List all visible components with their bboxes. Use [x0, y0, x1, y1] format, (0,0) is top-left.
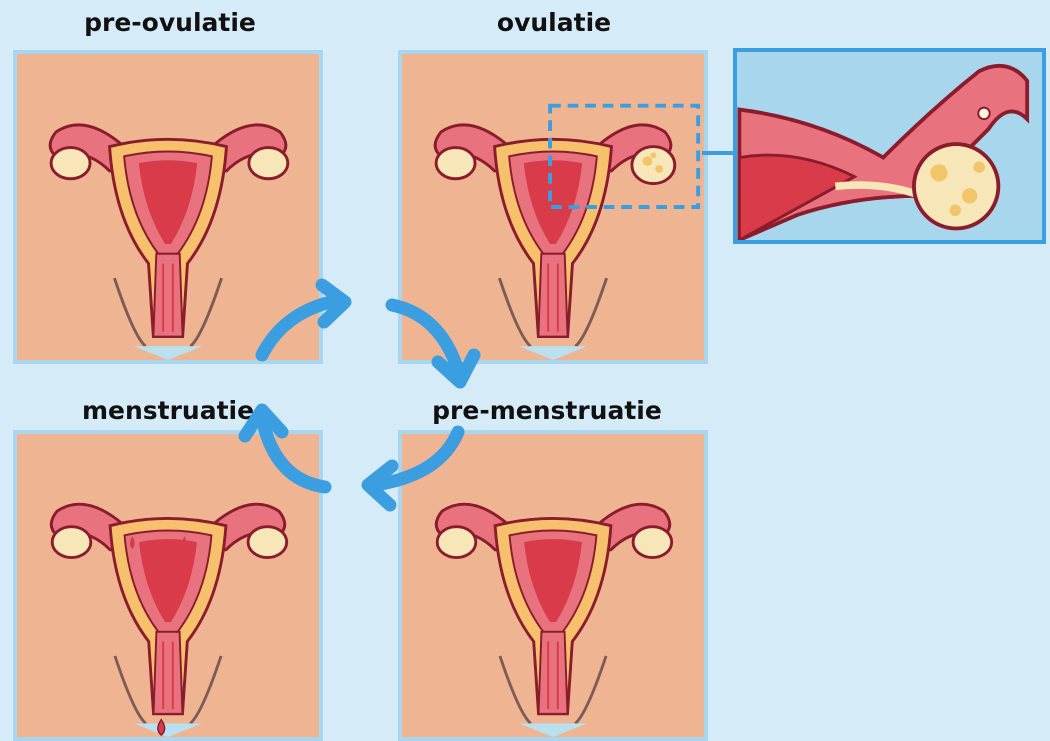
panel-menstruation — [13, 430, 323, 741]
uterus-illustration-ovulation — [402, 54, 704, 360]
panel-ovulation — [398, 50, 708, 364]
uterus-illustration-pre-ovulation — [17, 54, 319, 360]
label-pre-menstruation: pre-menstruatie — [432, 398, 662, 423]
zoom-inset-ovary — [733, 48, 1046, 244]
uterus-illustration-pre-menstruation — [402, 434, 704, 737]
panel-pre-menstruation — [398, 430, 708, 741]
ovary-zoom-illustration — [737, 52, 1042, 240]
label-ovulation: ovulatie — [497, 10, 611, 35]
uterus-illustration-menstruation — [17, 434, 319, 737]
label-menstruation: menstruatie — [82, 398, 254, 423]
label-pre-ovulation: pre-ovulatie — [84, 10, 256, 35]
panel-pre-ovulation — [13, 50, 323, 364]
